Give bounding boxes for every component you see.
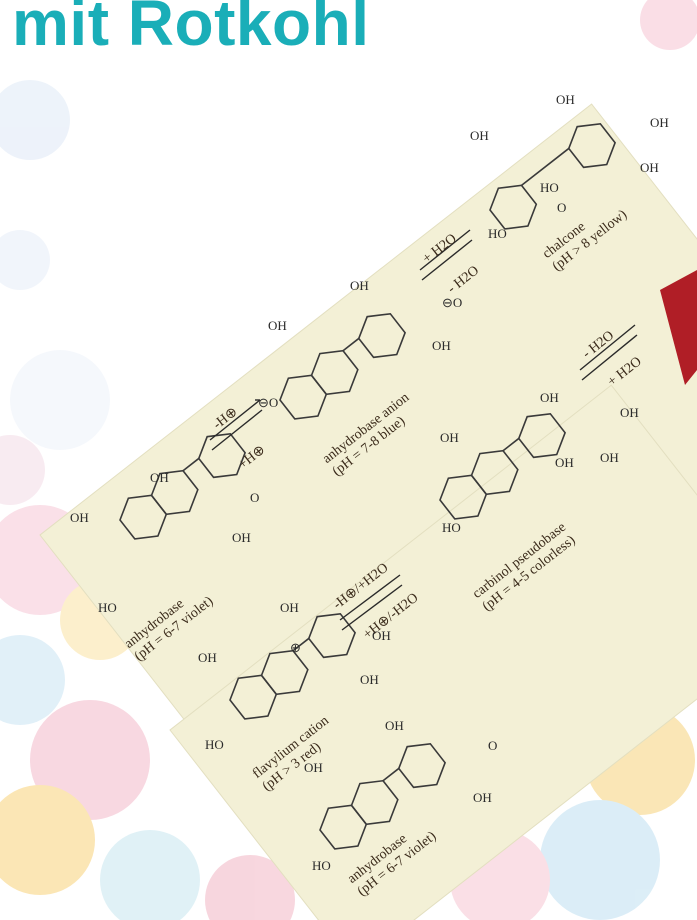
oh-label: OH xyxy=(650,115,669,130)
ho-label: HO xyxy=(312,858,331,873)
ho-label: HO xyxy=(98,600,117,615)
oh-label: OH xyxy=(304,760,323,775)
ho-label: HO xyxy=(442,520,461,535)
o-minus-label: ⊖O xyxy=(442,295,463,310)
oh-label: OH xyxy=(150,470,169,485)
oh-label: OH xyxy=(70,510,89,525)
oh-label: OH xyxy=(600,450,619,465)
oh-label: OH xyxy=(350,278,369,293)
plus-charge: ⊕ xyxy=(290,640,301,655)
ho-label: HO xyxy=(540,180,559,195)
oh-label: OH xyxy=(556,92,575,107)
o-label: O xyxy=(488,738,498,753)
o-label: O xyxy=(250,490,260,505)
ho-label: HO xyxy=(205,737,224,752)
oh-label: OH xyxy=(280,600,299,615)
o-minus-label: ⊖O xyxy=(258,395,279,410)
o-label: O xyxy=(557,200,567,215)
oh-label: OH xyxy=(470,128,489,143)
oh-label: OH xyxy=(440,430,459,445)
oh-label: OH xyxy=(473,790,492,805)
oh-label: OH xyxy=(268,318,287,333)
ho-label: HO xyxy=(488,226,507,241)
oh-label: OH xyxy=(540,390,559,405)
page-title: mit Rotkohl xyxy=(12,0,370,59)
oh-label: OH xyxy=(432,338,451,353)
oh-label: OH xyxy=(620,405,639,420)
oh-label: OH xyxy=(385,718,404,733)
oh-label: OH xyxy=(372,628,391,643)
oh-label: OH xyxy=(555,455,574,470)
oh-label: OH xyxy=(198,650,217,665)
oh-label: OH xyxy=(640,160,659,175)
oh-label: OH xyxy=(232,530,251,545)
oh-label: OH xyxy=(360,672,379,687)
